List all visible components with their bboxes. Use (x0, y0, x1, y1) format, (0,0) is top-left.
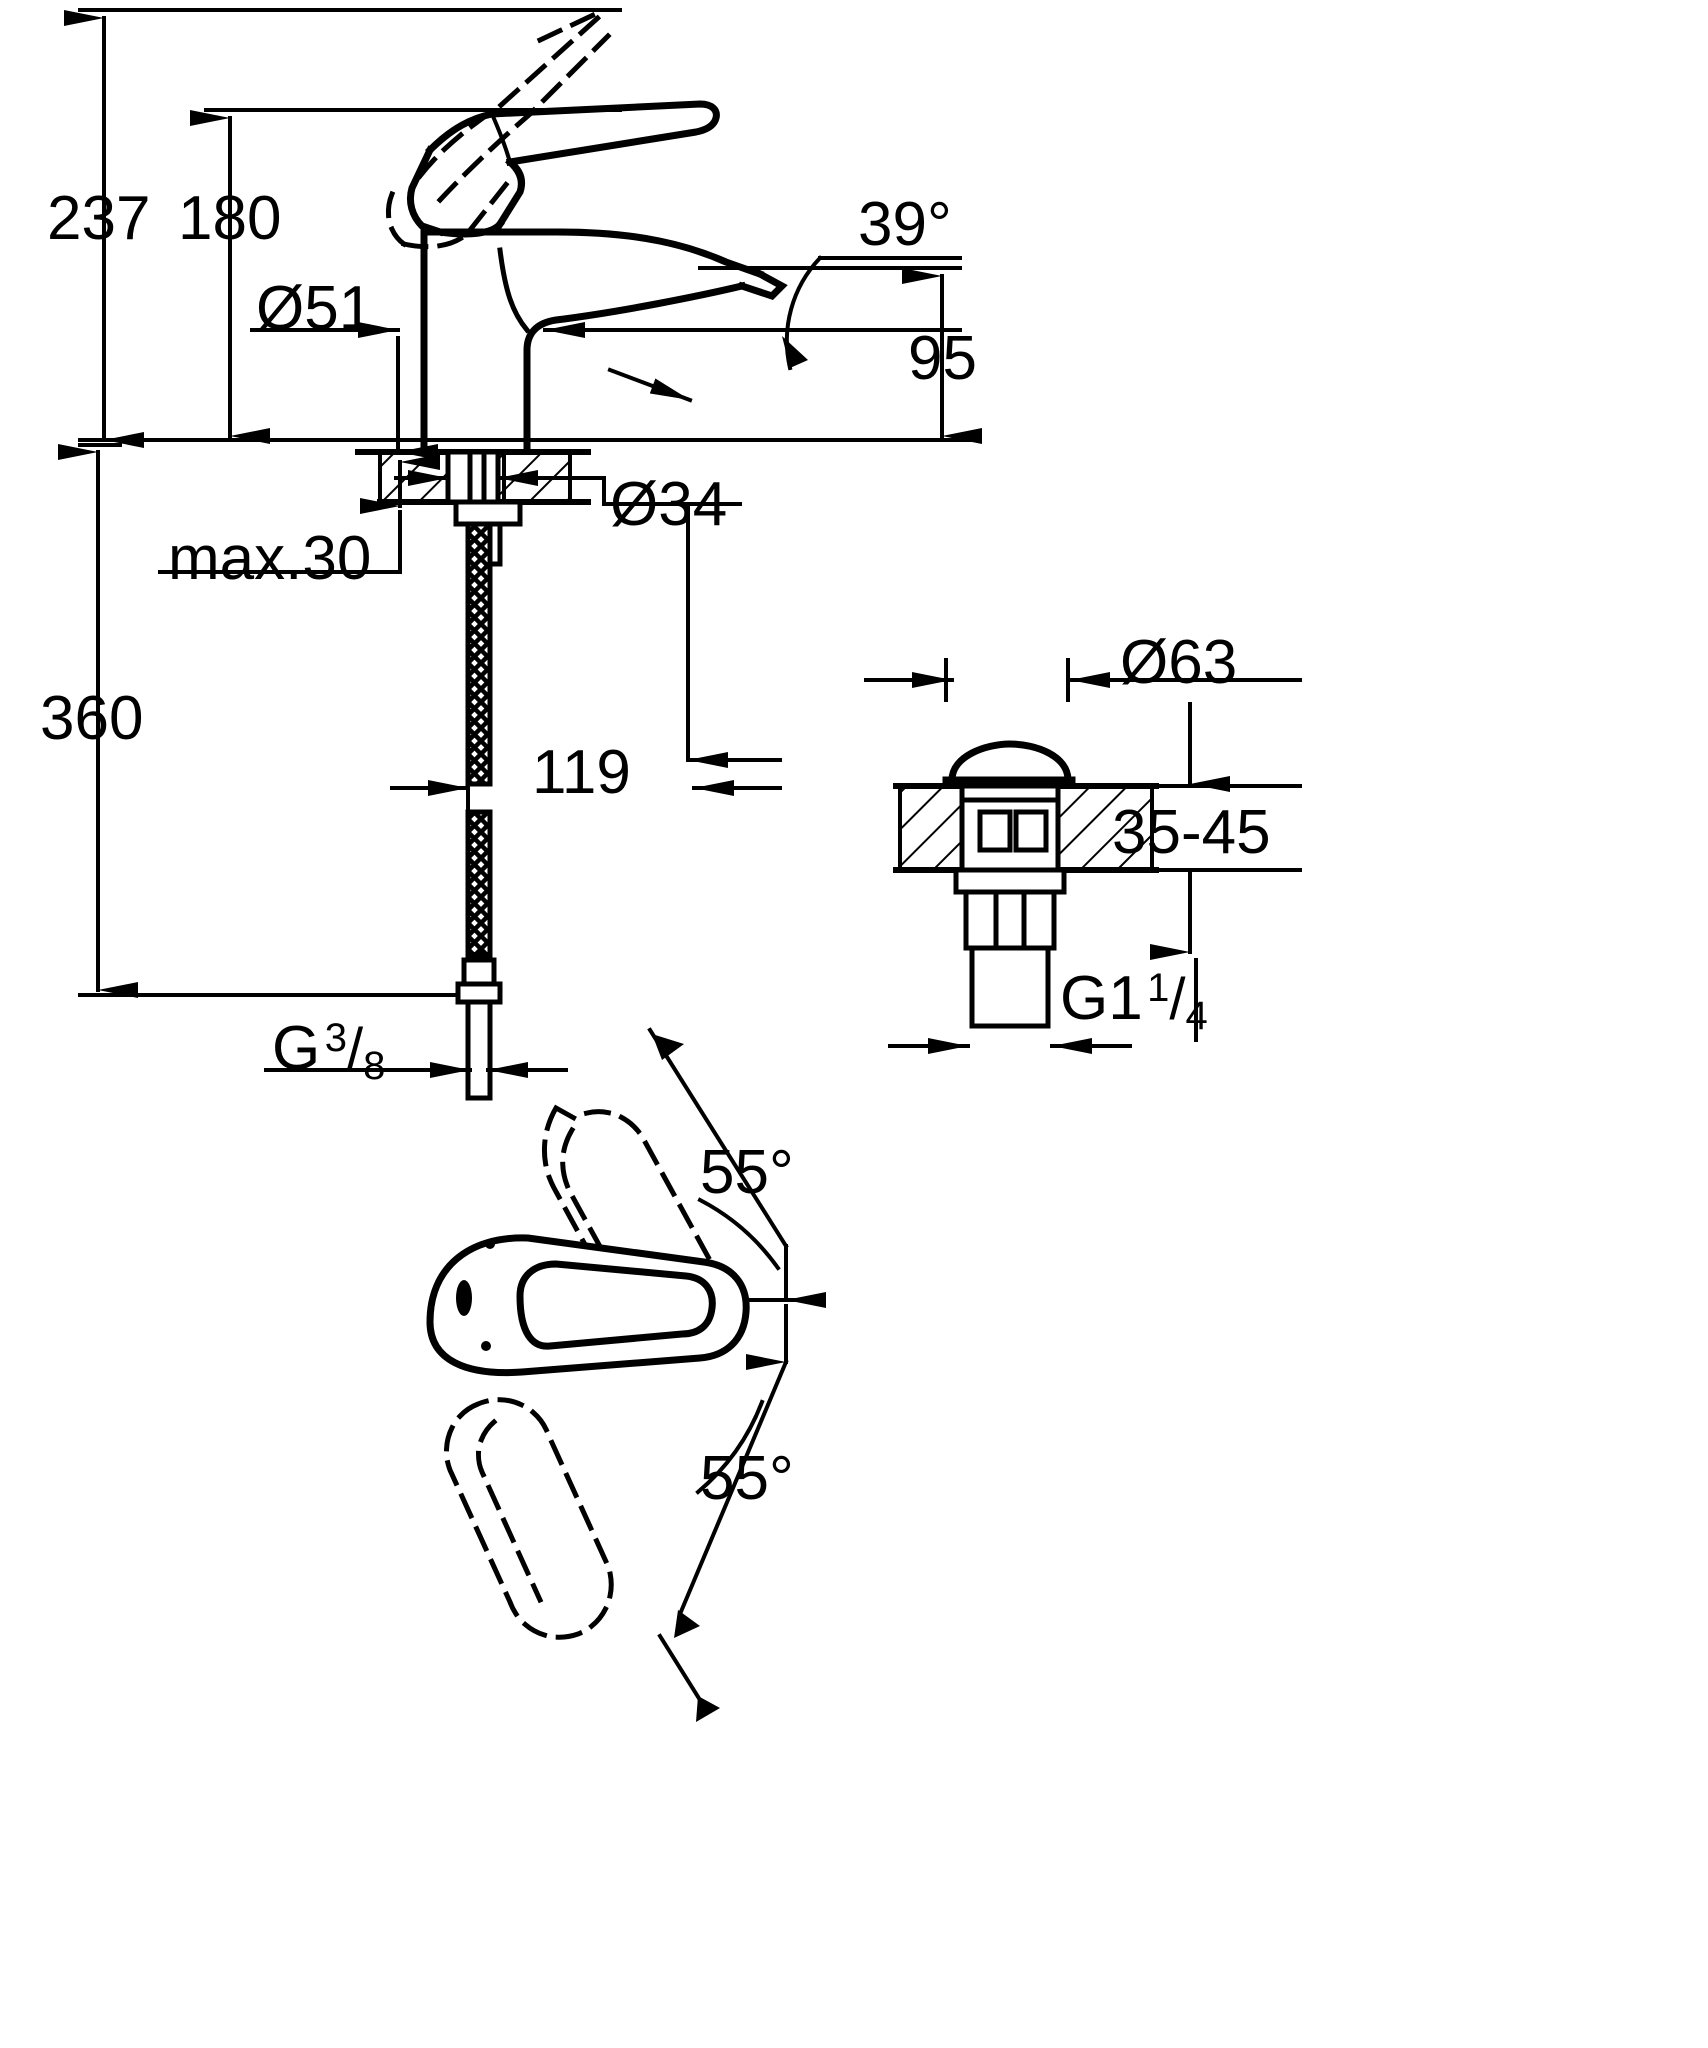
supply-hose-lower (465, 809, 493, 963)
dim-d63-leader (864, 658, 1302, 702)
thread-g114-prefix: G1 (1060, 964, 1143, 1033)
dim-label-180: 180 (178, 184, 282, 253)
supply-hose-upper (465, 521, 493, 787)
faucet-body (420, 228, 788, 456)
dim-label-diameter-63: Ø63 (1120, 628, 1238, 697)
waste-body (959, 783, 1061, 873)
dim-360-line (58, 443, 472, 998)
dim-180-line (190, 108, 622, 444)
lever-plan-solid (426, 1234, 750, 1377)
dim-label-max-30: max.30 (168, 524, 372, 593)
thread-g38-numerator: 3 (324, 1016, 347, 1060)
waste-cap (942, 740, 1076, 784)
plan-angle-arcs (695, 1197, 781, 1495)
dim-g114-leader (888, 958, 1198, 1054)
dim-label-diameter-34: Ø34 (610, 470, 728, 539)
dim-label-35-45: 35-45 (1112, 798, 1271, 867)
dim-d34-leader (394, 470, 782, 768)
dim-label-angle-55-top: 55° (700, 1138, 794, 1207)
dim-max30-leader (158, 454, 440, 574)
thread-g38-prefix: G (272, 1014, 321, 1083)
dim-119-marks (390, 760, 782, 814)
hose-end-fitting (455, 952, 503, 1101)
dim-3545-leader (1150, 702, 1302, 960)
thread-g114-numerator: 1 (1147, 966, 1170, 1010)
lever-raised-phantom (386, 6, 612, 250)
plan-angle-lines (647, 1027, 826, 1722)
dim-label-angle-39: 39° (858, 190, 952, 259)
dim-label-360: 360 (40, 684, 144, 753)
thread-callout-g38: G 3/8 (272, 1016, 385, 1087)
dim-39deg-arc (782, 255, 962, 371)
thread-g114-slash: / (1169, 967, 1186, 1032)
lever-closed (406, 100, 720, 238)
thread-g38-denominator: 8 (363, 1044, 386, 1088)
thread-g114-denominator: 4 (1185, 994, 1208, 1038)
thread-g38-slash: / (346, 1017, 364, 1082)
dim-39deg-leaders (607, 266, 702, 403)
waste-tailpiece (953, 867, 1067, 1029)
lever-plan-phantom-lower (444, 1397, 614, 1640)
dim-label-237: 237 (47, 184, 151, 253)
waste-basin-section (893, 783, 1159, 873)
dim-label-angle-55-bottom: 55° (700, 1444, 794, 1513)
dim-label-119: 119 (532, 738, 631, 807)
thread-callout-g114: G1 1/4 (1060, 966, 1208, 1037)
dim-label-95: 95 (908, 324, 977, 393)
dim-label-diameter-51: Ø51 (256, 274, 374, 343)
